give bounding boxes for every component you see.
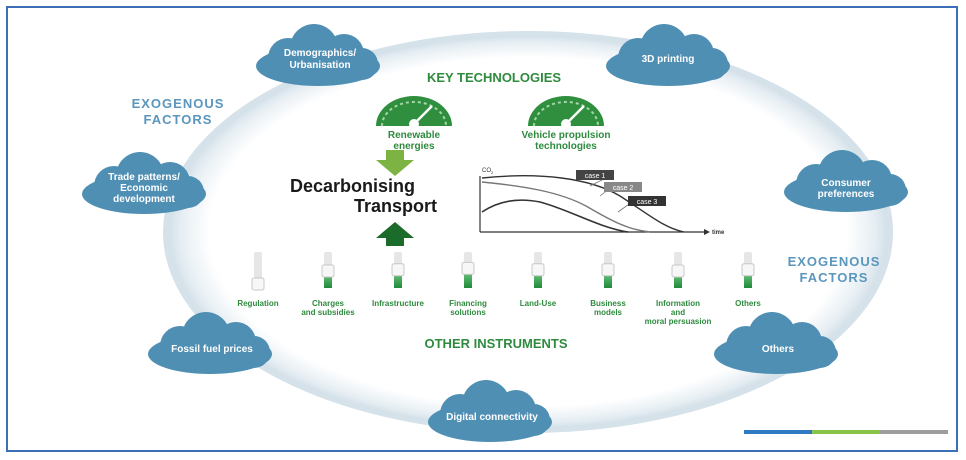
mini-chart-x-label: time — [712, 230, 725, 236]
instrument-label: moral persuasion — [645, 317, 712, 326]
slider-knob — [601, 263, 615, 277]
instrument-label: models — [594, 308, 623, 317]
instrument-label: and — [671, 308, 685, 317]
cloud-digital-line1: Digital connectivity — [446, 412, 538, 423]
other-instruments-heading: OTHER INSTRUMENTS — [425, 336, 568, 351]
exogenous-right-line2: FACTORS — [800, 270, 869, 285]
cloud-fossil-fuel-prices: Fossil fuel prices — [148, 312, 272, 374]
instrument-label: solutions — [450, 308, 486, 317]
instrument-7: Others — [735, 252, 761, 308]
instrument-label: Land-Use — [520, 299, 557, 308]
exogenous-left-line2: FACTORS — [144, 112, 213, 127]
instrument-2: Infrastructure — [372, 252, 425, 308]
gauge-vehicle-line2: technologies — [535, 141, 597, 152]
accent-bar-green — [812, 430, 880, 434]
exogenous-right-line1: EXOGENOUS — [788, 254, 881, 269]
cloud-trade-patterns: Trade patterns/ Economic development — [82, 152, 206, 214]
gauge-vehicle-line1: Vehicle propulsion — [522, 130, 611, 141]
slider-fill — [324, 271, 332, 288]
cloud-others-line1: Others — [762, 344, 795, 355]
instrument-label: Information — [656, 299, 700, 308]
gauge-renewable-line1: Renewable — [388, 130, 441, 141]
gauge-renewable-energies: Renewable energies — [376, 96, 452, 152]
cloud-3d-printing: 3D printing — [606, 24, 730, 86]
slider-knob — [671, 264, 685, 278]
accent-bar-blue — [744, 430, 812, 434]
gauge-icon — [528, 96, 604, 126]
gauge-vehicle-propulsion: Vehicle propulsion technologies — [522, 96, 611, 152]
case-1-curve — [481, 175, 685, 233]
cloud-trade-line2: Economic — [120, 183, 168, 194]
arrow-up-icon — [376, 222, 414, 246]
instrument-label: Regulation — [237, 299, 278, 308]
exogenous-left-line1: EXOGENOUS — [132, 96, 225, 111]
case-1-label: case 1 — [585, 173, 606, 180]
cloud-others: Others — [714, 312, 838, 374]
cloud-trade-line1: Trade patterns/ — [108, 172, 180, 183]
slider-fill — [674, 271, 682, 288]
instrument-label: and subsidies — [301, 308, 355, 317]
exogenous-left-label: EXOGENOUS FACTORS — [132, 96, 225, 127]
case-3-label: case 3 — [637, 199, 658, 206]
slider-knob — [531, 263, 545, 277]
instrument-label: Financing — [449, 299, 487, 308]
cloud-printing-line1: 3D printing — [642, 54, 695, 65]
key-technologies-heading: KEY TECHNOLOGIES — [427, 70, 561, 85]
case-3-curve — [481, 199, 629, 233]
slider-fill — [534, 269, 542, 288]
slider-fill — [464, 268, 472, 288]
exogenous-right-label: EXOGENOUS FACTORS — [788, 254, 881, 285]
arrow-down-icon — [376, 150, 414, 176]
slider-fill — [604, 269, 612, 288]
cloud-demographics: Demographics/ Urbanisation — [256, 24, 380, 86]
instrument-4: Land-Use — [520, 252, 557, 308]
cloud-digital-connectivity: Digital connectivity — [428, 380, 552, 442]
cloud-demographics-line1: Demographics/ — [284, 48, 356, 59]
slider-fill — [744, 269, 752, 288]
slider-fill — [394, 269, 402, 288]
instrument-label: Business — [590, 299, 626, 308]
gauge-renewable-line2: energies — [393, 141, 435, 152]
instrument-label: Others — [735, 299, 761, 308]
cloud-fossil-line1: Fossil fuel prices — [171, 344, 253, 355]
cloud-consumer-line1: Consumer — [821, 178, 871, 189]
slider-knob — [461, 261, 475, 275]
cloud-consumer-line2: preferences — [818, 189, 875, 200]
slider-knob — [391, 263, 405, 277]
emissions-mini-chart: CO2 time case 1 case 2 case 3 — [479, 168, 725, 236]
instrument-0: Regulation — [237, 252, 279, 308]
cloud-trade-line3: development — [113, 194, 175, 205]
instrument-label: Infrastructure — [372, 299, 425, 308]
slider-knob — [321, 264, 335, 278]
instrument-label: Charges — [312, 299, 345, 308]
case-2-curve — [481, 181, 651, 233]
gauge-icon — [376, 96, 452, 126]
accent-bar-gray — [880, 430, 948, 434]
case-2-label: case 2 — [613, 185, 634, 192]
center-title-line1: Decarbonising — [290, 176, 415, 196]
slider-knob — [251, 277, 265, 291]
slider-knob — [741, 263, 755, 277]
cloud-consumer-preferences: Consumer preferences — [784, 150, 908, 212]
center-title-line2: Transport — [354, 196, 437, 216]
cloud-demographics-line2: Urbanisation — [289, 60, 350, 71]
mini-chart-y-label: CO2 — [482, 168, 494, 175]
